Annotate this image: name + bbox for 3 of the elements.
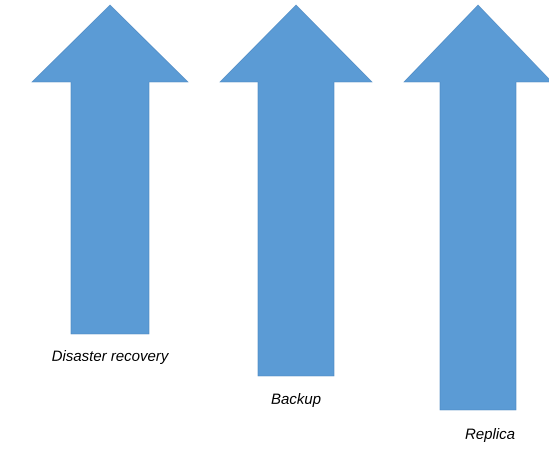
arrow-label: Backup	[271, 393, 321, 407]
arrow-label: Disaster recovery	[52, 350, 170, 364]
arrow-label: Replica	[465, 428, 514, 442]
